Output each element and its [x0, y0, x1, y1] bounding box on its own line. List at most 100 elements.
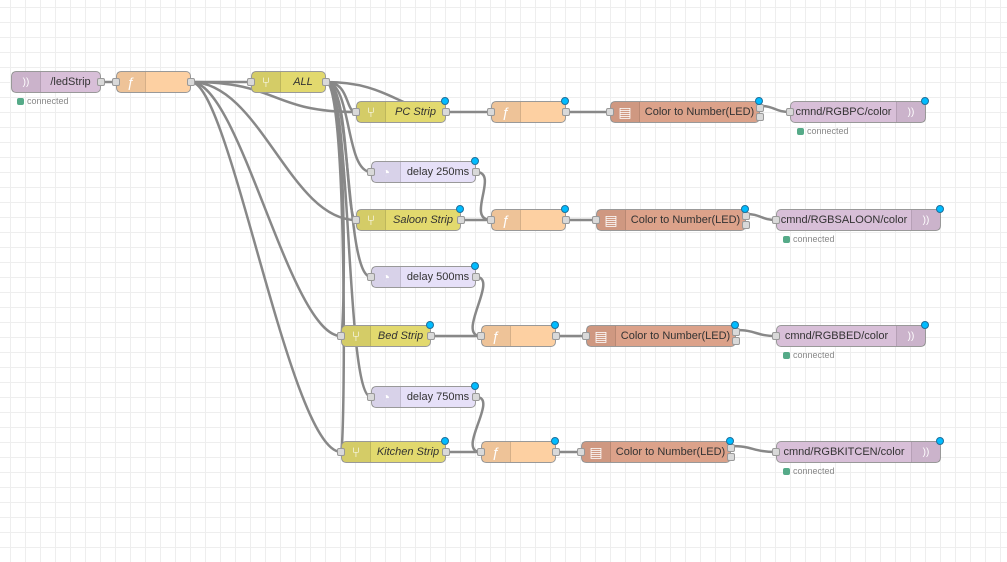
output-port-1[interactable]: [727, 444, 735, 452]
node-status: connected: [783, 234, 835, 244]
mqtt-out-node-bed[interactable]: cmnd/RGBBED/color )): [772, 321, 929, 347]
input-port[interactable]: [337, 332, 345, 340]
delay-node-250[interactable]: ◔ delay 250ms: [367, 157, 480, 183]
wire[interactable]: [475, 170, 492, 222]
status-text: connected: [807, 126, 849, 136]
function-icon: ƒ: [482, 442, 511, 462]
color-to-number-node-kitchen[interactable]: ▤ Color to Number(LED): [577, 437, 735, 463]
switch-node-all[interactable]: ⑂ ALL: [247, 71, 330, 93]
changed-indicator: [921, 97, 929, 105]
wire[interactable]: [190, 80, 357, 114]
mqtt-out-node-pc[interactable]: cmnd/RGBPC/color )): [786, 97, 929, 123]
wire[interactable]: [471, 395, 485, 454]
timer-icon: ◔: [372, 267, 401, 287]
status-dot-icon: [797, 127, 804, 135]
node-label: Color to Number(LED): [630, 214, 741, 226]
output-port[interactable]: [442, 108, 450, 116]
delay-node-500[interactable]: ◔ delay 500ms: [367, 262, 480, 288]
node-label: Color to Number(LED): [620, 330, 731, 342]
output-port-1[interactable]: [732, 328, 740, 336]
output-port[interactable]: [427, 332, 435, 340]
wire[interactable]: [325, 80, 372, 279]
status-text: connected: [793, 350, 835, 360]
switch-node-bed-strip[interactable]: ⑂ Bed Strip: [337, 321, 435, 347]
output-port[interactable]: [322, 78, 330, 86]
node-label: cmnd/RGBSALOON/color: [780, 214, 908, 226]
input-port[interactable]: [582, 332, 590, 340]
node-status: connected: [17, 96, 69, 106]
input-port[interactable]: [772, 448, 780, 456]
output-port-1[interactable]: [742, 212, 750, 220]
output-port-2[interactable]: [732, 337, 740, 345]
output-port[interactable]: [472, 168, 480, 176]
function-node[interactable]: ƒ: [112, 71, 195, 93]
output-port[interactable]: [187, 78, 195, 86]
input-port[interactable]: [606, 108, 614, 116]
changed-indicator: [426, 321, 434, 329]
delay-node-750[interactable]: ◔ delay 750ms: [367, 382, 480, 408]
node-label: Color to Number(LED): [644, 106, 755, 118]
input-port[interactable]: [786, 108, 794, 116]
wire[interactable]: [190, 80, 357, 222]
color-to-number-node-bed[interactable]: ▤ Color to Number(LED): [582, 321, 740, 347]
input-port[interactable]: [477, 332, 485, 340]
output-port[interactable]: [562, 108, 570, 116]
output-port[interactable]: [457, 216, 465, 224]
mqtt-in-node[interactable]: )) /ledStrip: [11, 71, 105, 93]
function-node-saloon[interactable]: ƒ: [487, 205, 570, 231]
changed-indicator: [731, 321, 739, 329]
output-port-2[interactable]: [742, 221, 750, 229]
wire[interactable]: [190, 80, 342, 454]
input-port[interactable]: [577, 448, 585, 456]
wire[interactable]: [190, 80, 342, 338]
wire[interactable]: [471, 275, 485, 338]
input-port[interactable]: [367, 273, 375, 281]
wire[interactable]: [324, 80, 346, 454]
input-port[interactable]: [487, 108, 495, 116]
input-port[interactable]: [352, 108, 360, 116]
output-port[interactable]: [97, 78, 105, 86]
wire[interactable]: [730, 444, 777, 454]
function-node-pc[interactable]: ƒ: [487, 97, 570, 123]
output-port[interactable]: [562, 216, 570, 224]
input-port[interactable]: [112, 78, 120, 86]
input-port[interactable]: [477, 448, 485, 456]
output-port[interactable]: [472, 393, 480, 401]
input-port[interactable]: [247, 78, 255, 86]
mqtt-out-node-saloon[interactable]: cmnd/RGBSALOON/color )): [772, 205, 944, 231]
output-port-1[interactable]: [756, 104, 764, 112]
node-label: Color to Number(LED): [615, 446, 726, 458]
function-node-bed[interactable]: ƒ: [477, 321, 560, 347]
output-port[interactable]: [552, 332, 560, 340]
function-icon: ƒ: [117, 72, 146, 92]
output-port-2[interactable]: [756, 113, 764, 121]
mqtt-out-node-kitchen[interactable]: cmnd/RGBKITCEN/color )): [772, 437, 944, 463]
output-port[interactable]: [472, 273, 480, 281]
input-port[interactable]: [352, 216, 360, 224]
switch-node-saloon-strip[interactable]: ⑂ Saloon Strip: [352, 205, 465, 231]
input-port[interactable]: [487, 216, 495, 224]
wire[interactable]: [735, 328, 777, 338]
output-port-2[interactable]: [727, 453, 735, 461]
node-label: delay 500ms: [406, 271, 470, 283]
template-icon: ▤: [611, 102, 640, 122]
function-icon: ƒ: [492, 210, 521, 230]
node-label: PC Strip: [395, 106, 436, 118]
input-port[interactable]: [772, 332, 780, 340]
switch-node-pc-strip[interactable]: ⑂ PC Strip: [352, 97, 450, 123]
input-port[interactable]: [772, 216, 780, 224]
changed-indicator: [471, 262, 479, 270]
input-port[interactable]: [367, 393, 375, 401]
output-port[interactable]: [552, 448, 560, 456]
switch-node-kitchen-strip[interactable]: ⑂ Kitchen Strip: [337, 437, 450, 463]
timer-icon: ◔: [372, 162, 401, 182]
color-to-number-node-pc[interactable]: ▤ Color to Number(LED): [606, 97, 764, 123]
switch-icon: ⑂: [342, 442, 371, 462]
wire[interactable]: [325, 80, 372, 399]
input-port[interactable]: [367, 168, 375, 176]
input-port[interactable]: [592, 216, 600, 224]
color-to-number-node-saloon[interactable]: ▤ Color to Number(LED): [592, 205, 750, 231]
input-port[interactable]: [337, 448, 345, 456]
output-port[interactable]: [442, 448, 450, 456]
function-node-kitchen[interactable]: ƒ: [477, 437, 560, 463]
